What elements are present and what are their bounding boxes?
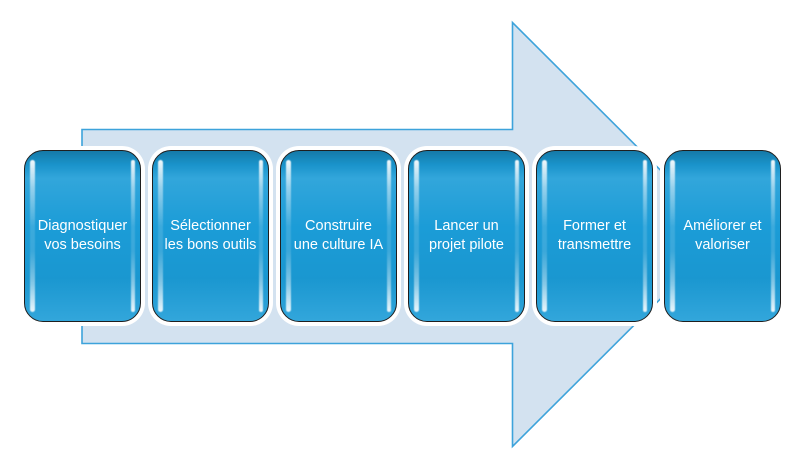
process-step-1-label: Diagnostiquer vos besoins [37,218,128,253]
right-arrow-shape [81,20,727,449]
process-step-2: Sélectionner les bons outils [152,150,269,322]
process-step-1: Diagnostiquer vos besoins [24,150,141,322]
process-step-4: Lancer un projet pilote [408,150,525,322]
process-step-3: Construire une culture IA [280,150,397,322]
process-step-5: Former et transmettre [536,150,653,322]
process-step-6-label: Améliorer et valoriser [683,218,762,253]
process-step-5-label: Former et transmettre [557,218,632,253]
process-step-3-label: Construire une culture IA [293,218,384,253]
process-step-6: Améliorer et valoriser [664,150,781,322]
process-step-4-label: Lancer un projet pilote [429,218,504,253]
process-step-2-label: Sélectionner les bons outils [164,218,257,253]
